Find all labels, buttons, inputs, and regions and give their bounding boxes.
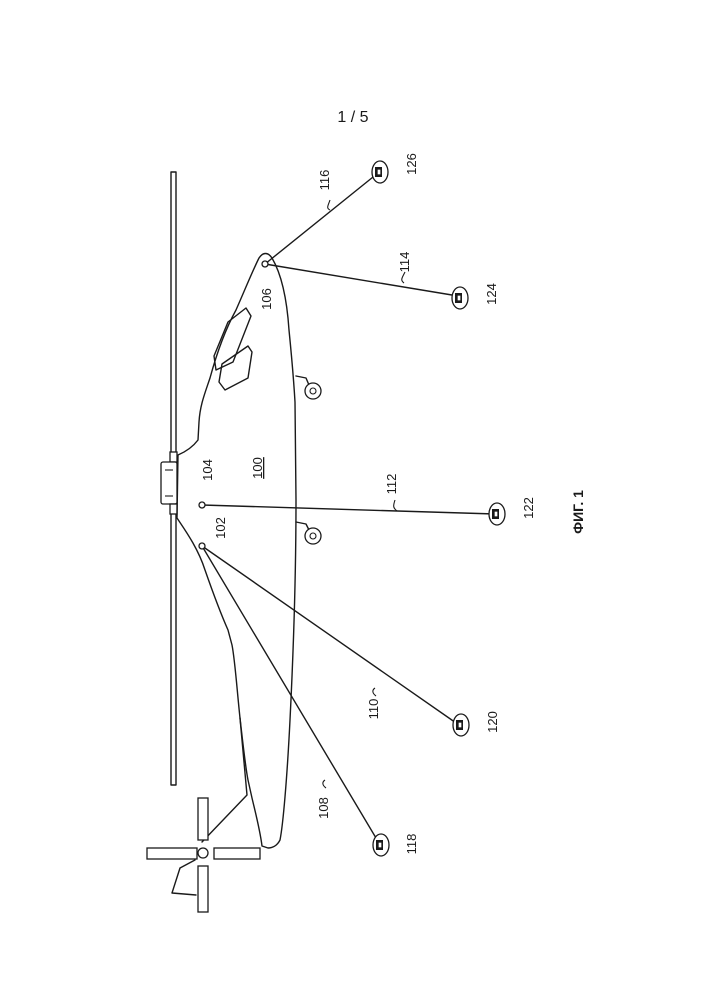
- tail-section: [147, 718, 260, 912]
- ground-station-124: [452, 287, 468, 309]
- ref-126: 126: [404, 153, 419, 175]
- ground-station-126: [372, 161, 388, 183]
- node-104: [199, 502, 205, 508]
- reference-labels: 100 102 104 106 108 110 112 114 116 118 …: [200, 153, 536, 854]
- node-102: [199, 543, 205, 549]
- ref-108: 108: [316, 797, 331, 819]
- ground-station-122: [489, 503, 505, 525]
- ground-stations: [372, 161, 505, 856]
- link-lines: [202, 173, 495, 843]
- ref-106: 106: [259, 288, 274, 310]
- ref-104: 104: [200, 459, 215, 481]
- helicopter-body: [177, 254, 296, 849]
- ref-116: 116: [317, 170, 332, 191]
- ref-114: 114: [397, 252, 412, 273]
- ref-118: 118: [404, 834, 419, 855]
- ref-122: 122: [521, 497, 536, 519]
- main-rotor: [161, 172, 177, 785]
- link-line-110: [202, 546, 459, 725]
- ground-station-120: [453, 714, 469, 736]
- landing-gear: [296, 376, 321, 544]
- sheet-number: 1 / 5: [337, 109, 368, 126]
- ref-112: 112: [384, 474, 399, 495]
- ref-120: 120: [485, 711, 500, 733]
- figure-label: ФИГ. 1: [570, 490, 586, 534]
- link-line-114: [265, 264, 458, 296]
- node-106: [262, 261, 268, 267]
- ref-102: 102: [213, 517, 228, 539]
- ref-124: 124: [484, 283, 499, 305]
- link-line-108: [202, 546, 379, 843]
- link-line-112: [202, 505, 495, 514]
- ref-100: 100: [250, 457, 265, 479]
- ref-110: 110: [366, 699, 381, 720]
- ground-station-118: [373, 834, 389, 856]
